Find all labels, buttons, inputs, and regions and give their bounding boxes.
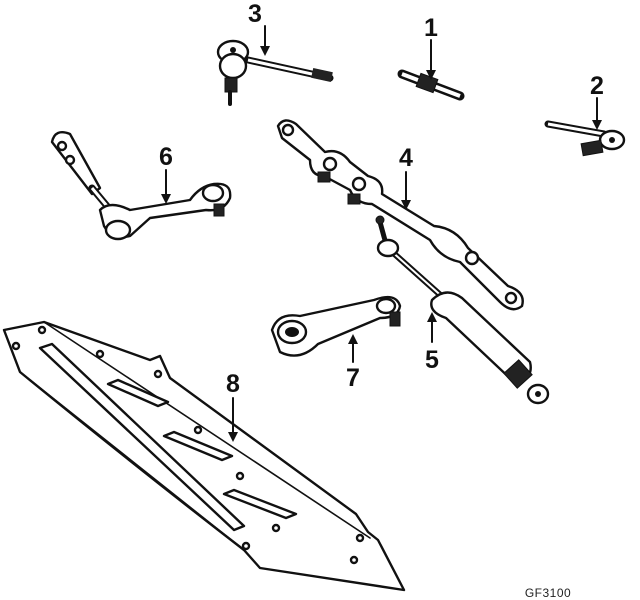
callout-7: 7 bbox=[346, 334, 360, 392]
callout-4: 4 bbox=[399, 144, 413, 210]
part-4-relay-rod bbox=[276, 119, 524, 311]
callout-8-label: 8 bbox=[226, 370, 240, 398]
callout-4-label: 4 bbox=[399, 144, 413, 172]
callout-5: 5 bbox=[425, 312, 439, 374]
callout-2: 2 bbox=[590, 72, 604, 130]
callout-1: 1 bbox=[424, 14, 438, 80]
drawing-code-label: GF3100 bbox=[525, 586, 571, 600]
callout-2-label: 2 bbox=[590, 72, 604, 100]
part-5-steering-damper bbox=[375, 215, 550, 405]
part-6-idler-arm bbox=[50, 131, 232, 241]
part-7-pitman-arm bbox=[270, 295, 402, 357]
callout-3-label: 3 bbox=[248, 0, 262, 28]
callout-6-label: 6 bbox=[159, 143, 173, 171]
callout-5-label: 5 bbox=[425, 346, 439, 374]
callout-3: 3 bbox=[248, 0, 270, 56]
callout-1-label: 1 bbox=[424, 14, 438, 42]
part-3-tie-rod-end bbox=[216, 39, 334, 106]
part-8-skid-plate bbox=[2, 320, 406, 592]
part-1-adjuster-sleeve bbox=[397, 69, 465, 101]
callout-7-label: 7 bbox=[346, 364, 360, 392]
part-2-inner-tie-rod-end bbox=[544, 120, 626, 157]
callout-6: 6 bbox=[159, 143, 173, 204]
callout-8: 8 bbox=[226, 370, 240, 442]
